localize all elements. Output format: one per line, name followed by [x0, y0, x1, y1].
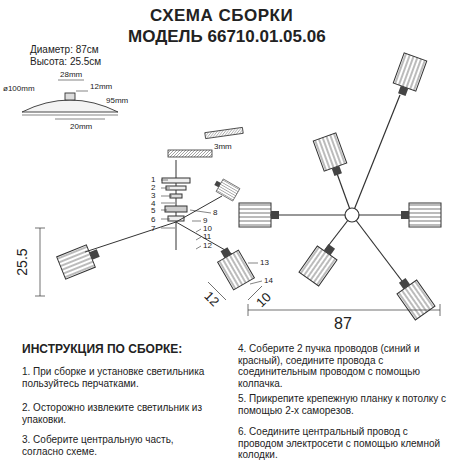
dimension: 3mm [214, 142, 232, 151]
callout-number: 5 [151, 206, 155, 215]
size-note: Диаметр: 87см [30, 44, 99, 56]
callout-number: 1 [151, 175, 155, 184]
instruction-step: 2. Осторожно извлеките светильник из упа… [22, 402, 207, 425]
shade-right [214, 243, 255, 290]
callout-number: 14 [264, 276, 273, 285]
dimension: 12mm [90, 82, 112, 91]
instruction-step: 5. Прикрепите крепежную планку к потолку… [238, 393, 453, 416]
callout-number: 3 [151, 191, 155, 200]
dimension: 95mm [106, 96, 128, 105]
dimension: 20mm [70, 122, 92, 131]
callout-number: 9 [203, 216, 207, 225]
instruction-step: 4. Соберите 2 пучка проводов (синий и кр… [238, 343, 453, 389]
callout-number: 10 [203, 224, 212, 233]
instruction-step: 1. При сборке и установке светильника по… [22, 366, 207, 389]
callout-number: 13 [260, 258, 269, 267]
size-note: Высота: 25.5см [30, 56, 101, 68]
callout-number: 2 [151, 183, 155, 192]
dimension: 10 [254, 290, 275, 311]
callout-number: 12 [203, 241, 212, 250]
dimension: 87 [334, 315, 352, 333]
instruction-step: 6. Соедините центральный провод с провод… [238, 426, 453, 461]
dimension: ø100mm [3, 84, 35, 93]
canopy-detail [22, 80, 118, 119]
callout-number: 6 [151, 215, 155, 224]
shade-upper [212, 177, 240, 201]
callout-number: 8 [213, 208, 217, 217]
dimension: 25.5 [14, 248, 30, 275]
section-heading: ИНСТРУКЦИЯ ПО СБОРКЕ: [22, 343, 182, 357]
page-title: СХЕМА СБОРКИ [150, 6, 293, 26]
callout-number: 7 [151, 224, 155, 233]
instruction-step: 3. Соберите центральную часть, согласно … [22, 434, 207, 457]
dimension: 28mm [60, 70, 82, 79]
callout-number: 11 [203, 232, 211, 241]
top-view [248, 95, 440, 316]
exploded-view [35, 160, 262, 300]
shade-left [57, 242, 103, 279]
mounting-plate [168, 127, 243, 157]
top-view-shades [239, 53, 441, 320]
model-heading: МОДЕЛЬ 66710.01.05.06 [128, 27, 326, 47]
